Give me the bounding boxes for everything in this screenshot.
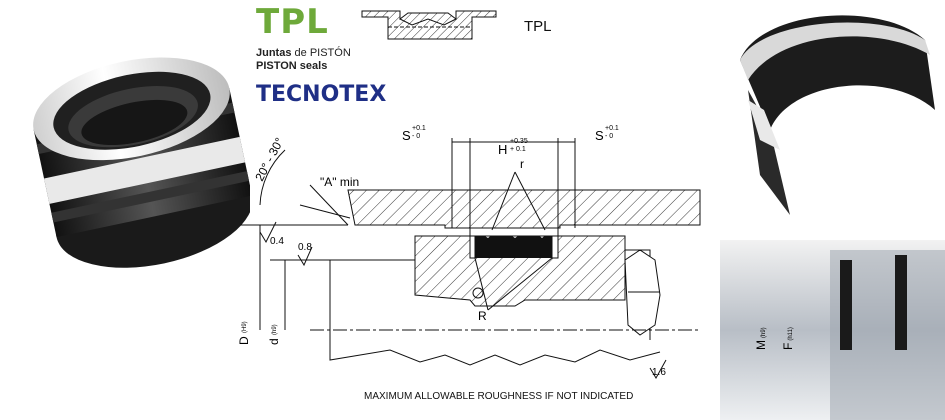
m-diameter-letter: M — [754, 340, 768, 350]
a-min-label: "A" min — [320, 175, 359, 189]
subtitle-spanish-bold: Juntas — [256, 47, 292, 59]
m-diameter-tol: (h9) — [761, 327, 767, 338]
subtitle-spanish: Juntas de PISTÓN — [256, 47, 351, 59]
s-left-label: S — [402, 128, 411, 143]
h-tol-minus: + 0.1 — [510, 146, 526, 153]
s-right-label: S — [595, 128, 604, 143]
o-ring — [472, 287, 484, 299]
subtitle-spanish-rest: de PISTÓN — [291, 47, 351, 59]
f-diameter-letter: F — [781, 343, 795, 350]
bore-diameter-tol: (H9) — [242, 321, 248, 333]
s-left-tol-plus: +0.1 — [412, 125, 426, 132]
installation-drawing: S +0.1 - 0 H +0.35 + 0.1 S +0.1 - 0 r R … — [237, 125, 701, 379]
f-diameter-tol: (h11) — [788, 327, 794, 341]
groove-diameter-label: d — [267, 338, 281, 345]
h-label: H — [498, 142, 507, 157]
roughness-footnote: MAXIMUM ALLOWABLE ROUGHNESS IF NOT INDIC… — [364, 391, 634, 402]
s-left-tol-minus: - 0 — [412, 133, 420, 140]
bore-diameter-label: D — [237, 336, 251, 345]
roughness-16: 1.6 — [652, 367, 666, 378]
s-right-tol-minus: - 0 — [605, 133, 613, 140]
angle-label: 20° - 30° — [252, 135, 287, 183]
h-tol-plus: +0.35 — [510, 138, 528, 145]
r-large-label: R — [478, 309, 487, 323]
m-diameter-label: M (h9) — [754, 327, 768, 350]
profile-label: TPL — [524, 18, 552, 35]
profile-cross-section — [361, 10, 497, 40]
seal-photo-left — [33, 57, 250, 268]
product-code-title: TPL — [256, 2, 329, 42]
r-small-label: r — [520, 157, 524, 171]
groove-diameter-tol: (h9) — [272, 324, 278, 335]
s-right-tol-plus: +0.1 — [605, 125, 619, 132]
tecnotex-logo: TECNOTEX — [256, 82, 387, 107]
subtitle-english: PISTON seals — [256, 60, 328, 72]
seal-photo-right: M (h9) F (h11) — [720, 15, 945, 420]
roughness-08: 0.8 — [298, 242, 312, 253]
f-diameter-label: F (h11) — [781, 327, 795, 350]
housing-hatched — [347, 189, 701, 229]
roughness-04: 0.4 — [270, 236, 284, 247]
